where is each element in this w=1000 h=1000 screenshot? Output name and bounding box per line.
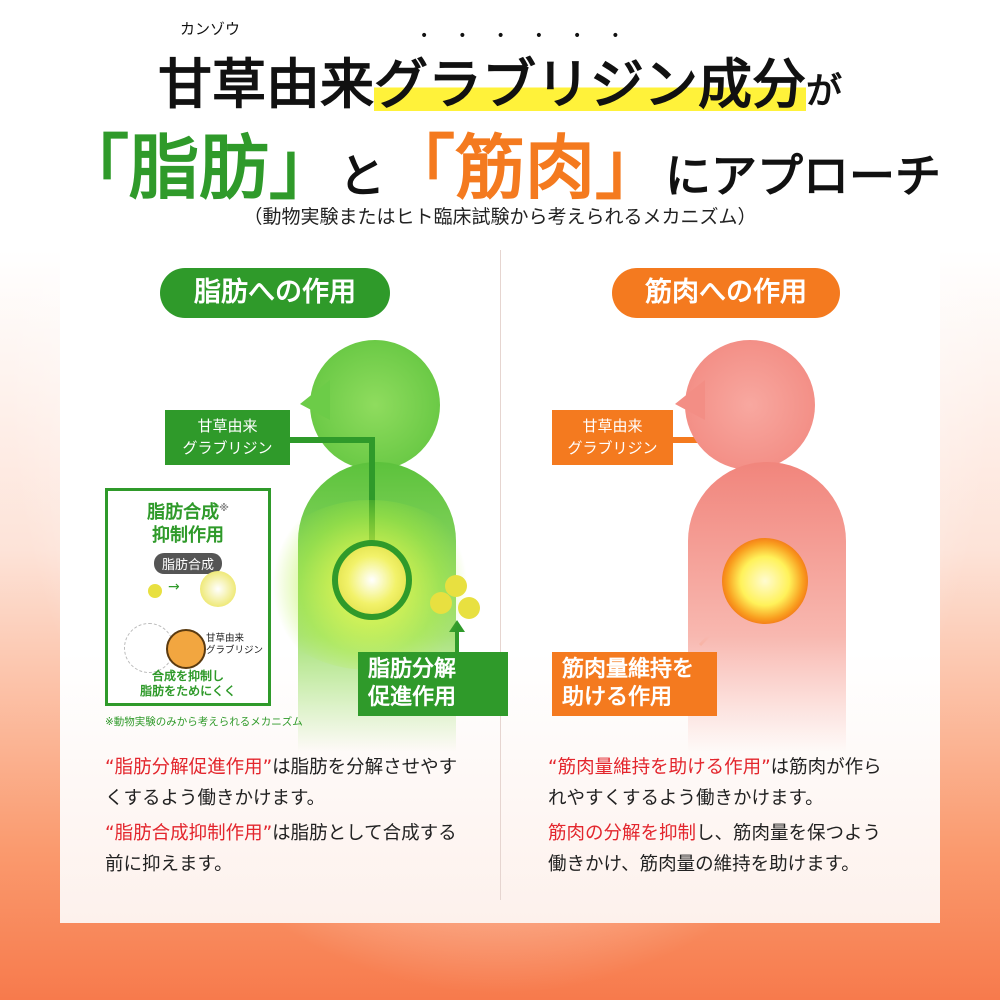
fat-description-1: “脂肪分解促進作用”は脂肪を分解させやすくするよう働きかけます。: [105, 752, 470, 814]
label-line: 筋肉量維持を: [562, 657, 695, 682]
label-line: 促進作用: [368, 685, 457, 710]
fat-section-title: 脂肪への作用: [160, 268, 390, 318]
bracket: 「: [385, 127, 455, 209]
fat-cell-icon: [200, 571, 236, 607]
fat-droplet-icon: [445, 575, 467, 597]
muscle-description-2: 筋肉の分解を抑制し、筋肉量を保つよう働きかけ、筋肉量の維持を助けます。: [548, 818, 893, 880]
muscle-action-label: 筋肉量維持を助ける作用: [552, 652, 717, 716]
label-line: グラブリジン: [206, 645, 264, 656]
headline-approach: にアプローチ: [665, 149, 941, 203]
label-line: 甘草由来: [582, 417, 643, 435]
label-line: グラブリジン: [567, 439, 658, 457]
emphasis: 筋肉の分解を抑制: [548, 823, 697, 844]
headline-a: 甘草由来: [157, 53, 374, 116]
emphasis: “筋肉量維持を助ける作用”: [548, 757, 771, 778]
emphasis: “脂肪合成抑制作用”: [105, 823, 273, 844]
ruby-kanzou: カンゾウ: [180, 20, 241, 38]
headline-highlight: グラブリジン成分: [373, 53, 806, 116]
character-label: 甘草由来グラブリジン: [206, 633, 263, 657]
muscle-section-title: 筋肉への作用: [612, 268, 840, 318]
fat-source-label: 甘草由来グラブリジン: [165, 410, 290, 465]
fat-droplet-icon: [458, 597, 480, 619]
muscle-description-1: “筋肉量維持を助ける作用”は筋肉が作られやすくするよう働きかけます。: [548, 752, 893, 814]
headline-line2: 「脂肪」と「筋肉」にアプローチ: [0, 112, 1000, 213]
muscle-source-label: 甘草由来グラブリジン: [552, 410, 673, 465]
arrow-right-icon: →: [168, 579, 180, 595]
inset-title: 脂肪合成※ 抑制作用: [108, 497, 268, 547]
text: は脂肪として合成する前に抑えます。: [105, 823, 457, 875]
label-line: 甘草由来: [197, 417, 258, 435]
label-line: グラブリジン: [182, 439, 273, 457]
inset-mark: ※: [219, 503, 229, 514]
headline-ga: が: [805, 71, 842, 112]
label-line: 脂肪分解: [368, 657, 457, 682]
divider: [500, 250, 501, 900]
fat-droplet-icon: [148, 584, 162, 598]
bracket: 」: [269, 127, 339, 209]
inset-bubble: 脂肪合成: [153, 553, 222, 574]
emphasis: “脂肪分解促進作用”: [105, 757, 273, 778]
fat-action-label: 脂肪分解促進作用: [358, 652, 508, 716]
fat-synthesis-inset: 脂肪合成※抑制作用 脂肪合成 → 甘草由来グラブリジン 合成を抑制し脂肪をために…: [105, 488, 271, 706]
emphasis-dots: ••••••: [420, 28, 650, 44]
fat-note: ※動物実験のみから考えられるメカニズム: [105, 716, 303, 728]
muscle-cell-icon: [722, 538, 808, 624]
label-line: 甘草由来: [206, 633, 245, 644]
character-icon: [166, 629, 206, 669]
muscle-figure-head: [685, 340, 815, 470]
label-line: 助ける作用: [562, 685, 673, 710]
label-line: 脂肪をためにくく: [140, 684, 236, 698]
label-line: 合成を抑制し: [151, 669, 224, 683]
headline-line1: 甘草由来グラブリジン成分が: [0, 40, 1000, 119]
headline-fat: 脂肪: [129, 127, 269, 209]
fat-droplet-icon: [430, 592, 452, 614]
fat-cell-icon: [332, 540, 412, 620]
headline-muscle: 筋肉: [455, 127, 595, 209]
headline-to: と: [339, 149, 385, 203]
text: し、筋肉量を保つよう働きかけ、筋肉量の維持を助けます。: [548, 823, 882, 875]
text: は脂肪を分解させやすくするよう働きかけます。: [105, 757, 458, 809]
bracket: 」: [595, 127, 665, 209]
inset-caption: 合成を抑制し脂肪をためにくく: [108, 669, 268, 699]
subtitle: （動物実験またはヒト臨床試験から考えられるメカニズム）: [243, 206, 757, 228]
inset-title-2: 抑制作用: [152, 525, 224, 546]
inset-title-1: 脂肪合成: [147, 502, 220, 523]
text: は筋肉が作られやすくするよう働きかけます。: [548, 757, 882, 809]
bracket: 「: [59, 127, 129, 209]
fat-description-2: “脂肪合成抑制作用”は脂肪として合成する前に抑えます。: [105, 818, 470, 880]
